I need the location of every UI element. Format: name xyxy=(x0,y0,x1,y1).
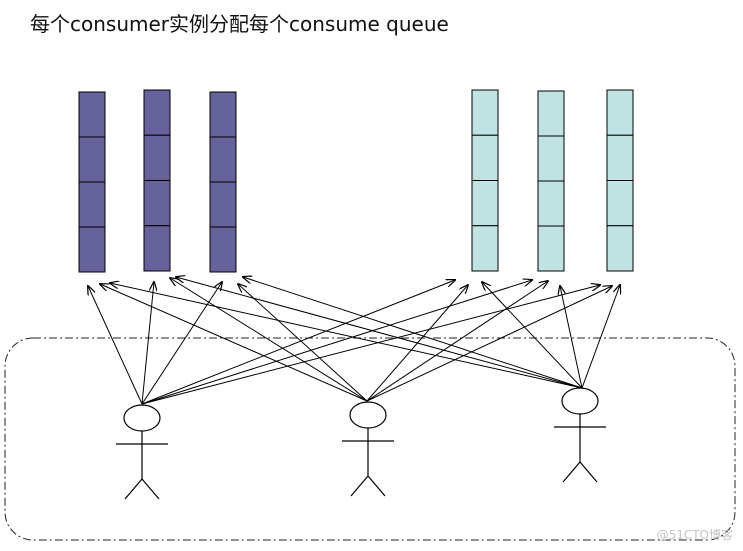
right-queue-1 xyxy=(471,89,499,272)
right-queue-3 xyxy=(606,89,634,272)
left-queue-2 xyxy=(143,89,171,272)
arrow-consumer-3-to-queue-6 xyxy=(581,285,620,389)
queue-slot xyxy=(606,89,634,136)
queue-slot xyxy=(78,226,106,273)
consumer-left-leg xyxy=(350,475,369,497)
queue-slot xyxy=(471,89,499,136)
queue-slot xyxy=(537,90,565,137)
queue-slot xyxy=(606,225,634,272)
consumer-right-leg xyxy=(367,475,386,497)
left-queue-3 xyxy=(209,91,237,273)
consumer-head xyxy=(123,404,161,432)
queue-slot xyxy=(537,225,565,272)
queue-slot xyxy=(143,225,171,272)
consumer-right-leg xyxy=(579,461,598,483)
queue-slot xyxy=(537,180,565,227)
queue-slot xyxy=(209,181,237,228)
consumer-right-leg xyxy=(141,478,160,500)
right-queue-2 xyxy=(537,90,565,272)
arrow-consumer-3-to-queue-5 xyxy=(560,286,583,389)
queue-slot xyxy=(471,180,499,227)
queues-layer xyxy=(78,89,634,273)
queue-slot xyxy=(143,134,171,181)
queue-slot xyxy=(209,91,237,138)
consumer-left-leg xyxy=(124,478,143,500)
left-queue-1 xyxy=(78,91,106,273)
arrow-consumer-3-to-queue-1 xyxy=(110,283,583,389)
queue-slot xyxy=(606,134,634,181)
consumer-left-leg xyxy=(562,461,581,483)
consumer-3 xyxy=(554,387,606,483)
consumer-1 xyxy=(116,404,168,500)
queue-slot xyxy=(78,91,106,138)
queue-slot xyxy=(143,89,171,136)
queue-slot xyxy=(471,134,499,181)
queue-slot xyxy=(78,181,106,228)
arrow-consumer-2-to-queue-1 xyxy=(100,284,368,402)
arrow-consumer-2-to-queue-3 xyxy=(238,284,368,402)
arrow-consumer-2-to-queue-6 xyxy=(366,286,612,402)
arrow-consumer-2-to-queue-2 xyxy=(170,278,368,402)
arrow-consumer-3-to-queue-4 xyxy=(482,282,583,389)
queue-slot xyxy=(471,225,499,272)
arrow-consumer-1-to-queue-1 xyxy=(88,286,143,405)
arrow-consumer-1-to-queue-3 xyxy=(141,282,222,405)
arrow-consumer-3-to-queue-3 xyxy=(243,277,583,389)
arrow-consumer-1-to-queue-5 xyxy=(141,280,532,405)
consumers-layer xyxy=(116,387,606,500)
arrow-consumer-3-to-queue-2 xyxy=(176,277,583,389)
queue-slot xyxy=(78,136,106,183)
watermark: @51CTO博客 xyxy=(656,528,733,542)
queue-slot xyxy=(209,136,237,183)
consumer-head xyxy=(349,401,387,429)
arrow-consumer-1-to-queue-2 xyxy=(141,282,154,405)
queue-slot xyxy=(209,226,237,273)
queue-slot xyxy=(606,180,634,227)
arrow-consumer-1-to-queue-4 xyxy=(141,280,455,405)
consumer-head xyxy=(561,387,599,415)
arrow-consumer-2-to-queue-5 xyxy=(366,281,548,402)
consumer-group-boundary xyxy=(4,337,736,541)
consumer-2 xyxy=(342,401,394,497)
queue-slot xyxy=(537,135,565,182)
arrows-layer xyxy=(88,277,620,405)
arrow-consumer-1-to-queue-6 xyxy=(141,285,600,405)
diagram-title: 每个consumer实例分配每个consume queue xyxy=(30,12,449,36)
queue-slot xyxy=(143,180,171,227)
